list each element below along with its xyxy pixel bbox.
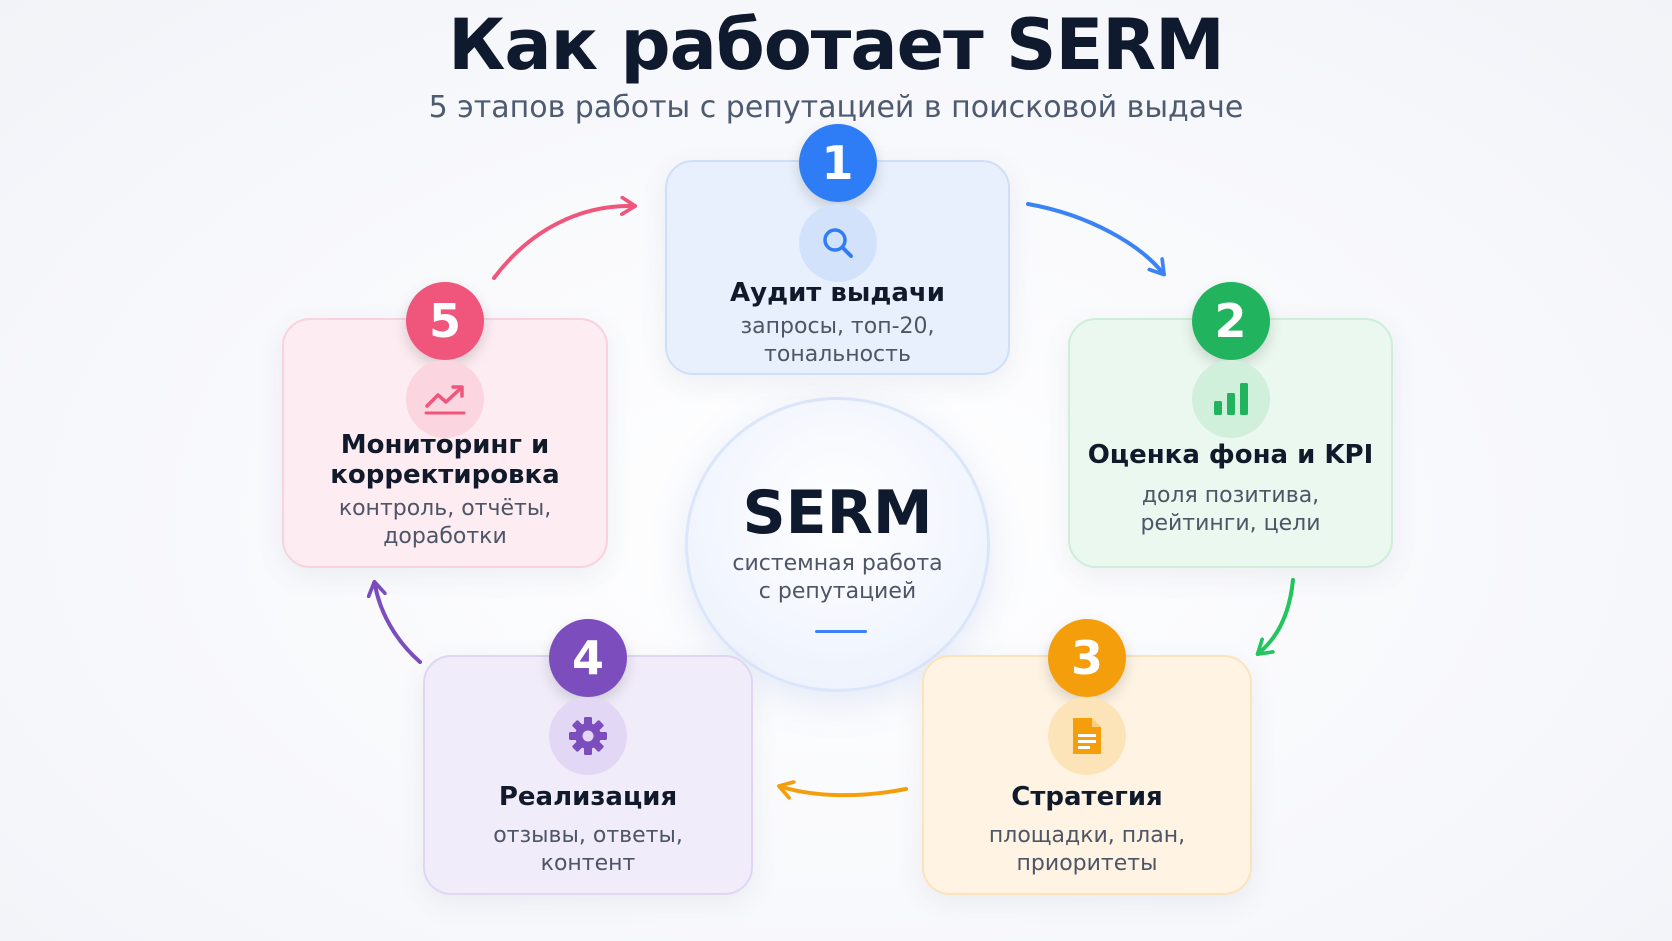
step-title: Аудит выдачи [667,278,1008,308]
center-circle: SERM системная работа с репутацией [685,397,990,692]
step-title-line: Аудит выдачи [730,278,945,308]
step-title: Оценка фона и KPI [1070,440,1391,470]
center-line-1: системная работа [732,551,943,576]
center-description: системная работа с репутацией [688,550,987,606]
document-icon [1048,697,1126,775]
step-description-line: рейтинги, цели [1140,511,1321,536]
step-description: отзывы, ответы, контент [425,822,751,878]
step-title-line: Мониторинг и [340,430,550,460]
step-description: контроль, отчёты, доработки [284,495,606,551]
page-title: Как работает SERM [448,4,1225,86]
step-number-badge: 4 [549,619,627,697]
center-line-2: с репутацией [758,579,917,604]
step-description: площадки, план, приоритеты [924,822,1250,878]
step-title: Стратегия [924,782,1250,812]
center-title: SERM [742,478,933,548]
arrow-4-to-5 [375,585,422,664]
page-subtitle: 5 этапов работы с репутацией в поисковой… [428,90,1244,125]
step-description-line: тональность [764,342,911,367]
step-number-badge: 5 [406,282,484,360]
arrow-1-to-2 [1026,202,1162,272]
step-description-line: доля позитива, [1141,483,1320,508]
step-title-line: Оценка фона и KPI [1087,440,1374,470]
trend-up-icon [406,360,484,438]
center-accent-line [815,630,867,633]
step-description-line: отзывы, ответы, [493,823,683,848]
bar-chart-icon [1191,360,1270,438]
arrow-2-to-3 [1260,578,1295,652]
step-description-line: доработки [383,524,507,549]
step-number-badge: 3 [1048,619,1126,697]
step-description: запросы, топ-20, тональность [667,313,1008,369]
step-title-line: Стратегия [1011,782,1163,812]
step-title-line: корректировка [330,460,560,490]
step-description-line: площадки, план, [988,823,1186,848]
step-number-badge: 2 [1191,282,1270,360]
step-title: Реализация [425,782,751,812]
step-description-line: приоритеты [1016,851,1158,876]
arrow-5-to-1 [492,206,632,280]
search-icon [798,204,877,282]
step-description-line: контроль, отчёты, [338,496,552,521]
arrow-3-to-4 [782,787,908,795]
step-number-badge: 1 [798,124,877,202]
step-title-line: Реализация [498,782,678,812]
step-description-line: контент [540,851,636,876]
gear-icon [549,697,627,775]
step-description-line: запросы, топ-20, [740,314,935,339]
step-description: доля позитива, рейтинги, цели [1070,482,1391,538]
